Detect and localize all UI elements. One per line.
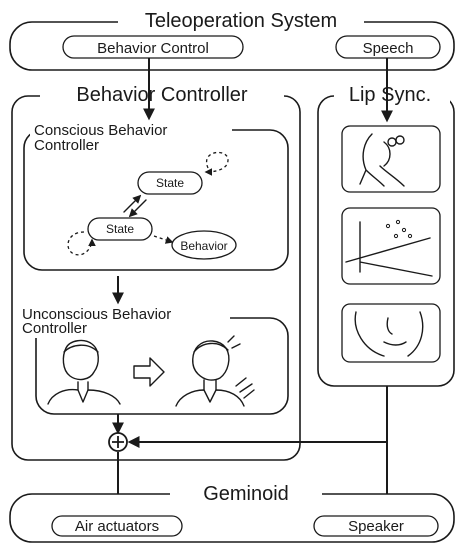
behavior-controller-title: Behavior Controller: [76, 84, 248, 106]
sum-junction-icon: [108, 432, 128, 452]
behavior-node: Behavior: [171, 230, 237, 260]
lip-sync-panel-2: [341, 207, 441, 285]
state-node-top: State: [137, 171, 203, 195]
unconscious-controller-box: Unconscious Behavior Controller: [18, 304, 289, 415]
speech-label: Speech: [363, 40, 414, 57]
lip-sync-panel-1: [341, 125, 441, 193]
svg-text:Behavior: Behavior: [180, 239, 227, 253]
conscious-title-line1: Conscious Behavior: [34, 122, 167, 139]
air-actuators-node: Air actuators: [51, 515, 183, 537]
person-sketch-right-icon: [175, 335, 255, 407]
behavior-control-label: Behavior Control: [97, 40, 209, 57]
state-node-left: State: [87, 217, 153, 241]
person-sketch-left-icon: [47, 339, 121, 405]
behavior-control-node: Behavior Control: [62, 35, 244, 59]
conscious-title-line2: Controller: [34, 137, 99, 154]
speaker-node: Speaker: [313, 515, 439, 537]
unconscious-title-line1: Unconscious Behavior: [22, 306, 171, 323]
lip-sync-title: Lip Sync.: [349, 84, 431, 106]
speech-node: Speech: [335, 35, 441, 59]
transition-arrow-icon: [133, 357, 165, 387]
geminoid-title: Geminoid: [203, 483, 289, 505]
speaker-label: Speaker: [348, 518, 404, 535]
air-actuators-label: Air actuators: [75, 518, 159, 535]
svg-text:State: State: [156, 176, 184, 190]
unconscious-title-line2: Controller: [22, 320, 87, 337]
state-transitions: [67, 151, 229, 256]
lip-sync-panel-3: [341, 303, 441, 363]
svg-text:State: State: [106, 222, 134, 236]
teleoperation-title: Teleoperation System: [145, 10, 337, 32]
